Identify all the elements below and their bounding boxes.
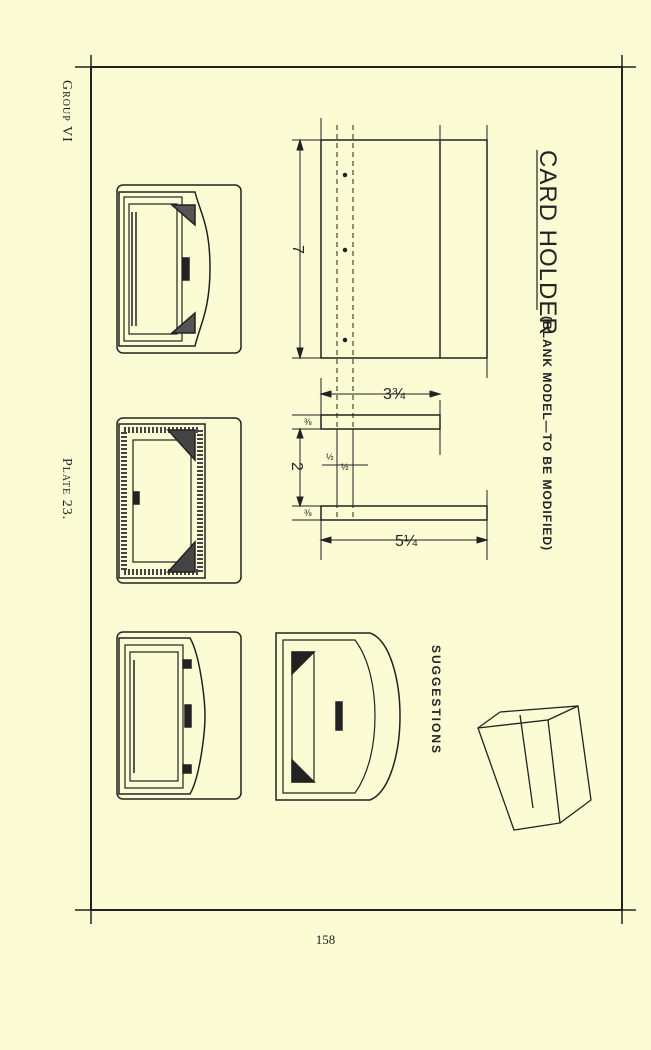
dimension-lines <box>292 138 489 544</box>
dim-half-b: ½ <box>341 462 349 472</box>
card-holder-blank-drawing <box>320 118 488 560</box>
drawing-subtitle: (BLANK MODEL—TO BE MODIFIED) <box>540 316 554 551</box>
dim-slot: 2 <box>288 462 305 471</box>
drawing-title: CARD HOLDER <box>534 150 561 336</box>
dim-front-height: 5¼ <box>395 533 418 550</box>
back-strip <box>320 414 441 430</box>
dim-eighth-top: ⅜ <box>304 417 312 427</box>
suggestion-design-3 <box>116 631 242 800</box>
dim-depth: 3¾ <box>383 386 406 403</box>
suggestion-design-1 <box>116 184 242 354</box>
front-strip <box>320 505 488 521</box>
suggestion-design-2 <box>116 417 242 584</box>
drawing-title-group: CARD HOLDER (BLANK MODEL—TO BE MODIFIED) <box>534 150 561 551</box>
dim-half-a: ½ <box>326 452 334 462</box>
plate-frame <box>75 55 636 924</box>
dim-eighth-bottom: ⅜ <box>304 508 312 518</box>
blank-body-view <box>320 139 488 359</box>
card-holder-sketch <box>477 705 592 831</box>
dim-height: 7 <box>289 245 306 254</box>
suggestions-label: SUGGESTIONS <box>429 645 443 755</box>
suggestion-design-4 <box>275 632 401 801</box>
page-number: 158 <box>315 932 336 947</box>
